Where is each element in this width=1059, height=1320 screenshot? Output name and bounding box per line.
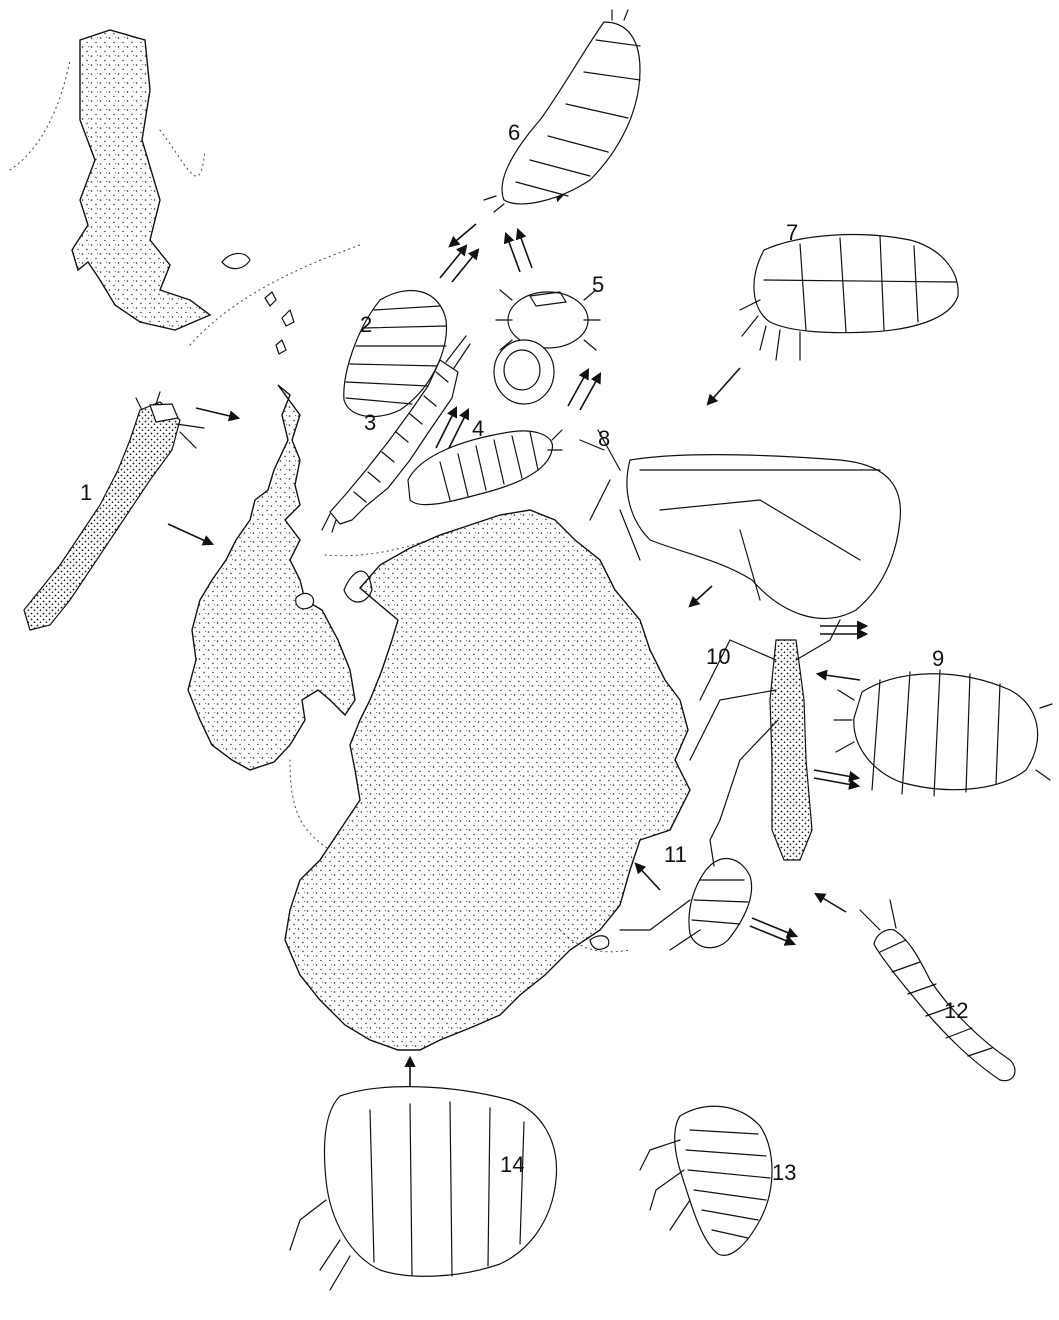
specimen-1-drawing bbox=[24, 392, 204, 630]
specimen-9-drawing bbox=[834, 670, 1052, 796]
specimen-14-drawing bbox=[290, 1087, 557, 1290]
label-2: 2 bbox=[360, 312, 372, 337]
label-9: 9 bbox=[932, 646, 944, 671]
specimen-7-drawing bbox=[740, 235, 958, 360]
specimen-12-drawing bbox=[860, 900, 1015, 1081]
label-10: 10 bbox=[706, 644, 730, 669]
label-4: 4 bbox=[472, 416, 484, 441]
antarctic-peninsula bbox=[188, 292, 372, 770]
label-1: 1 bbox=[80, 480, 92, 505]
specimen-5-drawing bbox=[494, 290, 600, 404]
specimen-6-drawing bbox=[484, 10, 640, 212]
label-5: 5 bbox=[592, 272, 604, 297]
label-7: 7 bbox=[786, 220, 798, 245]
label-14: 14 bbox=[500, 1152, 524, 1177]
label-8: 8 bbox=[598, 426, 610, 451]
label-6: 6 bbox=[508, 120, 520, 145]
specimen-13-drawing bbox=[640, 1106, 772, 1255]
label-13: 13 bbox=[772, 1160, 796, 1185]
label-12: 12 bbox=[944, 998, 968, 1023]
label-11: 11 bbox=[664, 842, 687, 867]
specimen-4-drawing bbox=[408, 430, 562, 505]
label-3: 3 bbox=[364, 410, 376, 435]
specimen-8-drawing bbox=[580, 430, 900, 618]
south-america-tip bbox=[10, 30, 360, 345]
